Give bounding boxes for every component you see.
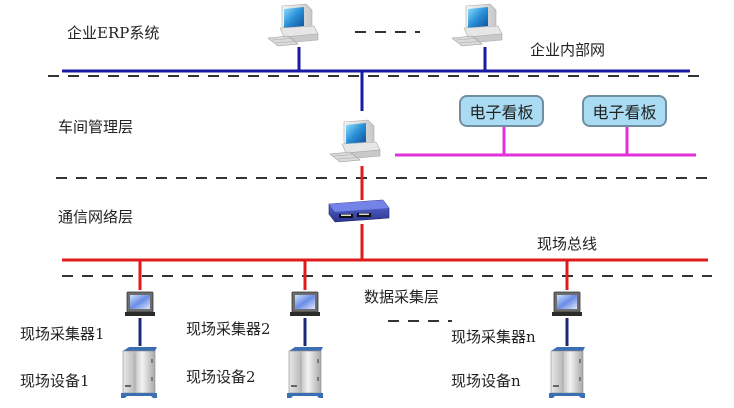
device-label-1: 现场设备1 <box>20 372 90 390</box>
layer-label-network: 通信网络层 <box>58 208 134 226</box>
board-label: 电子看板 <box>592 103 657 122</box>
electronic-board-1: 电子看板 <box>459 95 544 127</box>
device-label-2: 现场设备2 <box>186 368 256 386</box>
device-label-n: 现场设备n <box>451 372 521 390</box>
intranet-computer-icon <box>451 3 503 47</box>
layer-label-acquisition: 数据采集层 <box>364 288 440 306</box>
electronic-board-2: 电子看板 <box>582 95 667 127</box>
field-device-icon-2 <box>286 346 324 399</box>
layer-label-erp: 企业ERP系统 <box>67 24 160 42</box>
layer-label-workshop: 车间管理层 <box>58 118 134 136</box>
workshop-computer-icon <box>329 119 381 163</box>
fieldbus-label: 现场总线 <box>537 235 598 253</box>
collector-label-1: 现场采集器1 <box>20 325 105 343</box>
collector-label-n: 现场采集器n <box>451 328 536 346</box>
field-device-icon-1 <box>120 346 158 399</box>
field-device-icon-n <box>548 346 586 399</box>
collector-terminal-icon-n <box>551 291 583 317</box>
collector-terminal-icon-2 <box>289 291 321 317</box>
board-label: 电子看板 <box>469 103 534 122</box>
intranet-label: 企业内部网 <box>530 41 606 59</box>
network-switch-icon <box>328 199 390 223</box>
collector-terminal-icon-1 <box>124 291 156 317</box>
collector-label-2: 现场采集器2 <box>186 320 271 338</box>
erp-computer-icon <box>267 3 319 47</box>
